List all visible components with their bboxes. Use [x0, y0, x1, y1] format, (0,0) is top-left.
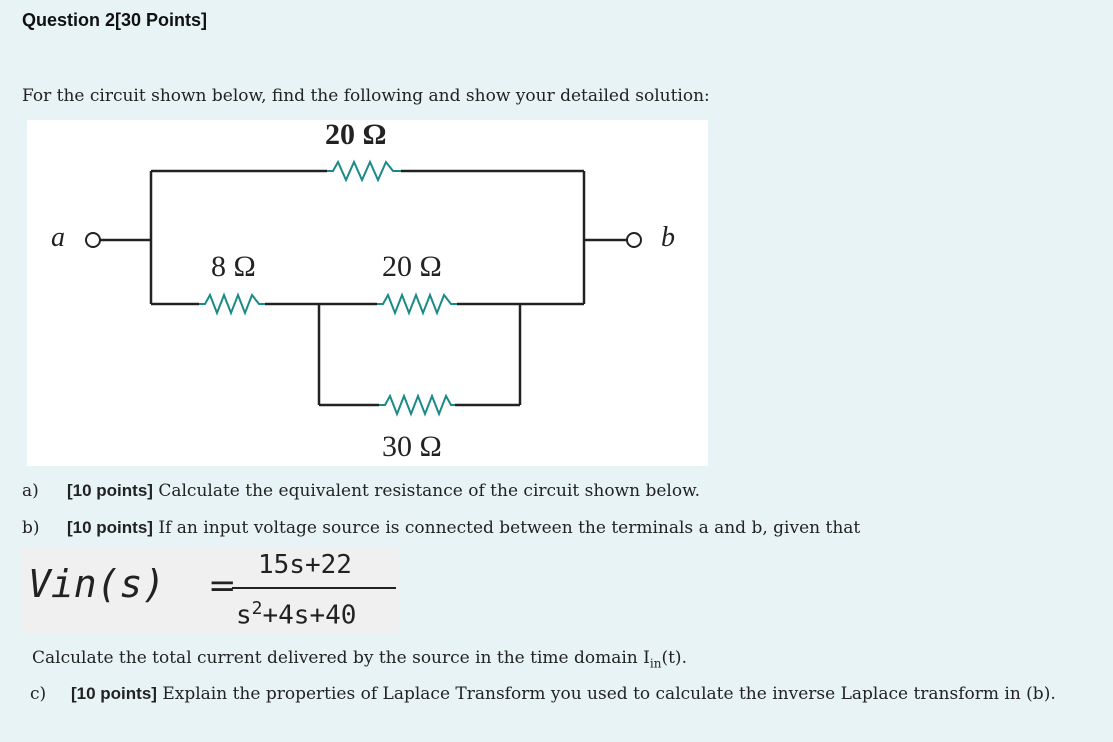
- part-b-body: If an input voltage source is connected …: [152, 518, 861, 538]
- label-r-left: 8 Ω: [211, 250, 256, 283]
- fraction-bar: [232, 587, 396, 589]
- part-b-letter: b): [22, 518, 40, 538]
- current-question: Calculate the total current delivered by…: [32, 648, 687, 670]
- part-a-letter: a): [22, 481, 39, 501]
- part-c-letter: c): [30, 684, 47, 704]
- part-b-points: [10 points]: [67, 518, 153, 537]
- terminal-b-node: [626, 232, 642, 248]
- vin-equation: Vin(s) = 15s+22 s2+4s+40: [22, 548, 400, 634]
- equation-denominator: s2+4s+40: [236, 598, 356, 631]
- intro-text: For the circuit shown below, find the fo…: [22, 86, 710, 106]
- current-suffix: (t).: [661, 648, 687, 668]
- label-terminal-a: a: [51, 222, 65, 253]
- part-c-points: [10 points]: [71, 684, 157, 703]
- resistor-bottom: [379, 393, 455, 417]
- denominator-rest: +4s+40: [262, 600, 357, 631]
- equation-numerator: 15s+22: [258, 550, 352, 580]
- part-c-body: Explain the properties of Laplace Transf…: [156, 684, 1056, 704]
- part-c-text: [10 points] Explain the properties of La…: [71, 684, 1056, 704]
- label-r-mid: 20 Ω: [382, 250, 442, 283]
- resistor-left: [199, 292, 265, 316]
- question-title: Question 2[30 Points]: [22, 10, 208, 30]
- part-a-body: Calculate the equivalent resistance of t…: [152, 481, 701, 501]
- current-subscript: in: [649, 656, 662, 671]
- terminal-a-node: [85, 232, 101, 248]
- current-prefix: Calculate the total current delivered by…: [32, 648, 650, 668]
- equation-lhs: Vin(s): [28, 562, 166, 606]
- circuit-svg: [85, 159, 642, 417]
- circuit-wires: [100, 169, 627, 407]
- circuit-diagram: 20 Ω 8 Ω 20 Ω 30 Ω a b: [27, 118, 708, 466]
- part-a-points: [10 points]: [67, 481, 153, 500]
- resistor-mid: [377, 292, 457, 316]
- equation-equals: =: [208, 566, 237, 606]
- part-b-text: [10 points] If an input voltage source i…: [67, 518, 860, 538]
- label-terminal-b: b: [661, 222, 675, 253]
- resistor-top: [327, 159, 401, 183]
- denominator-exponent: 2: [251, 598, 263, 619]
- label-r-top: 20 Ω: [325, 118, 387, 151]
- denominator-s: s: [236, 600, 252, 631]
- label-r-bottom: 30 Ω: [382, 430, 442, 463]
- part-a-text: [10 points] Calculate the equivalent res…: [67, 481, 700, 501]
